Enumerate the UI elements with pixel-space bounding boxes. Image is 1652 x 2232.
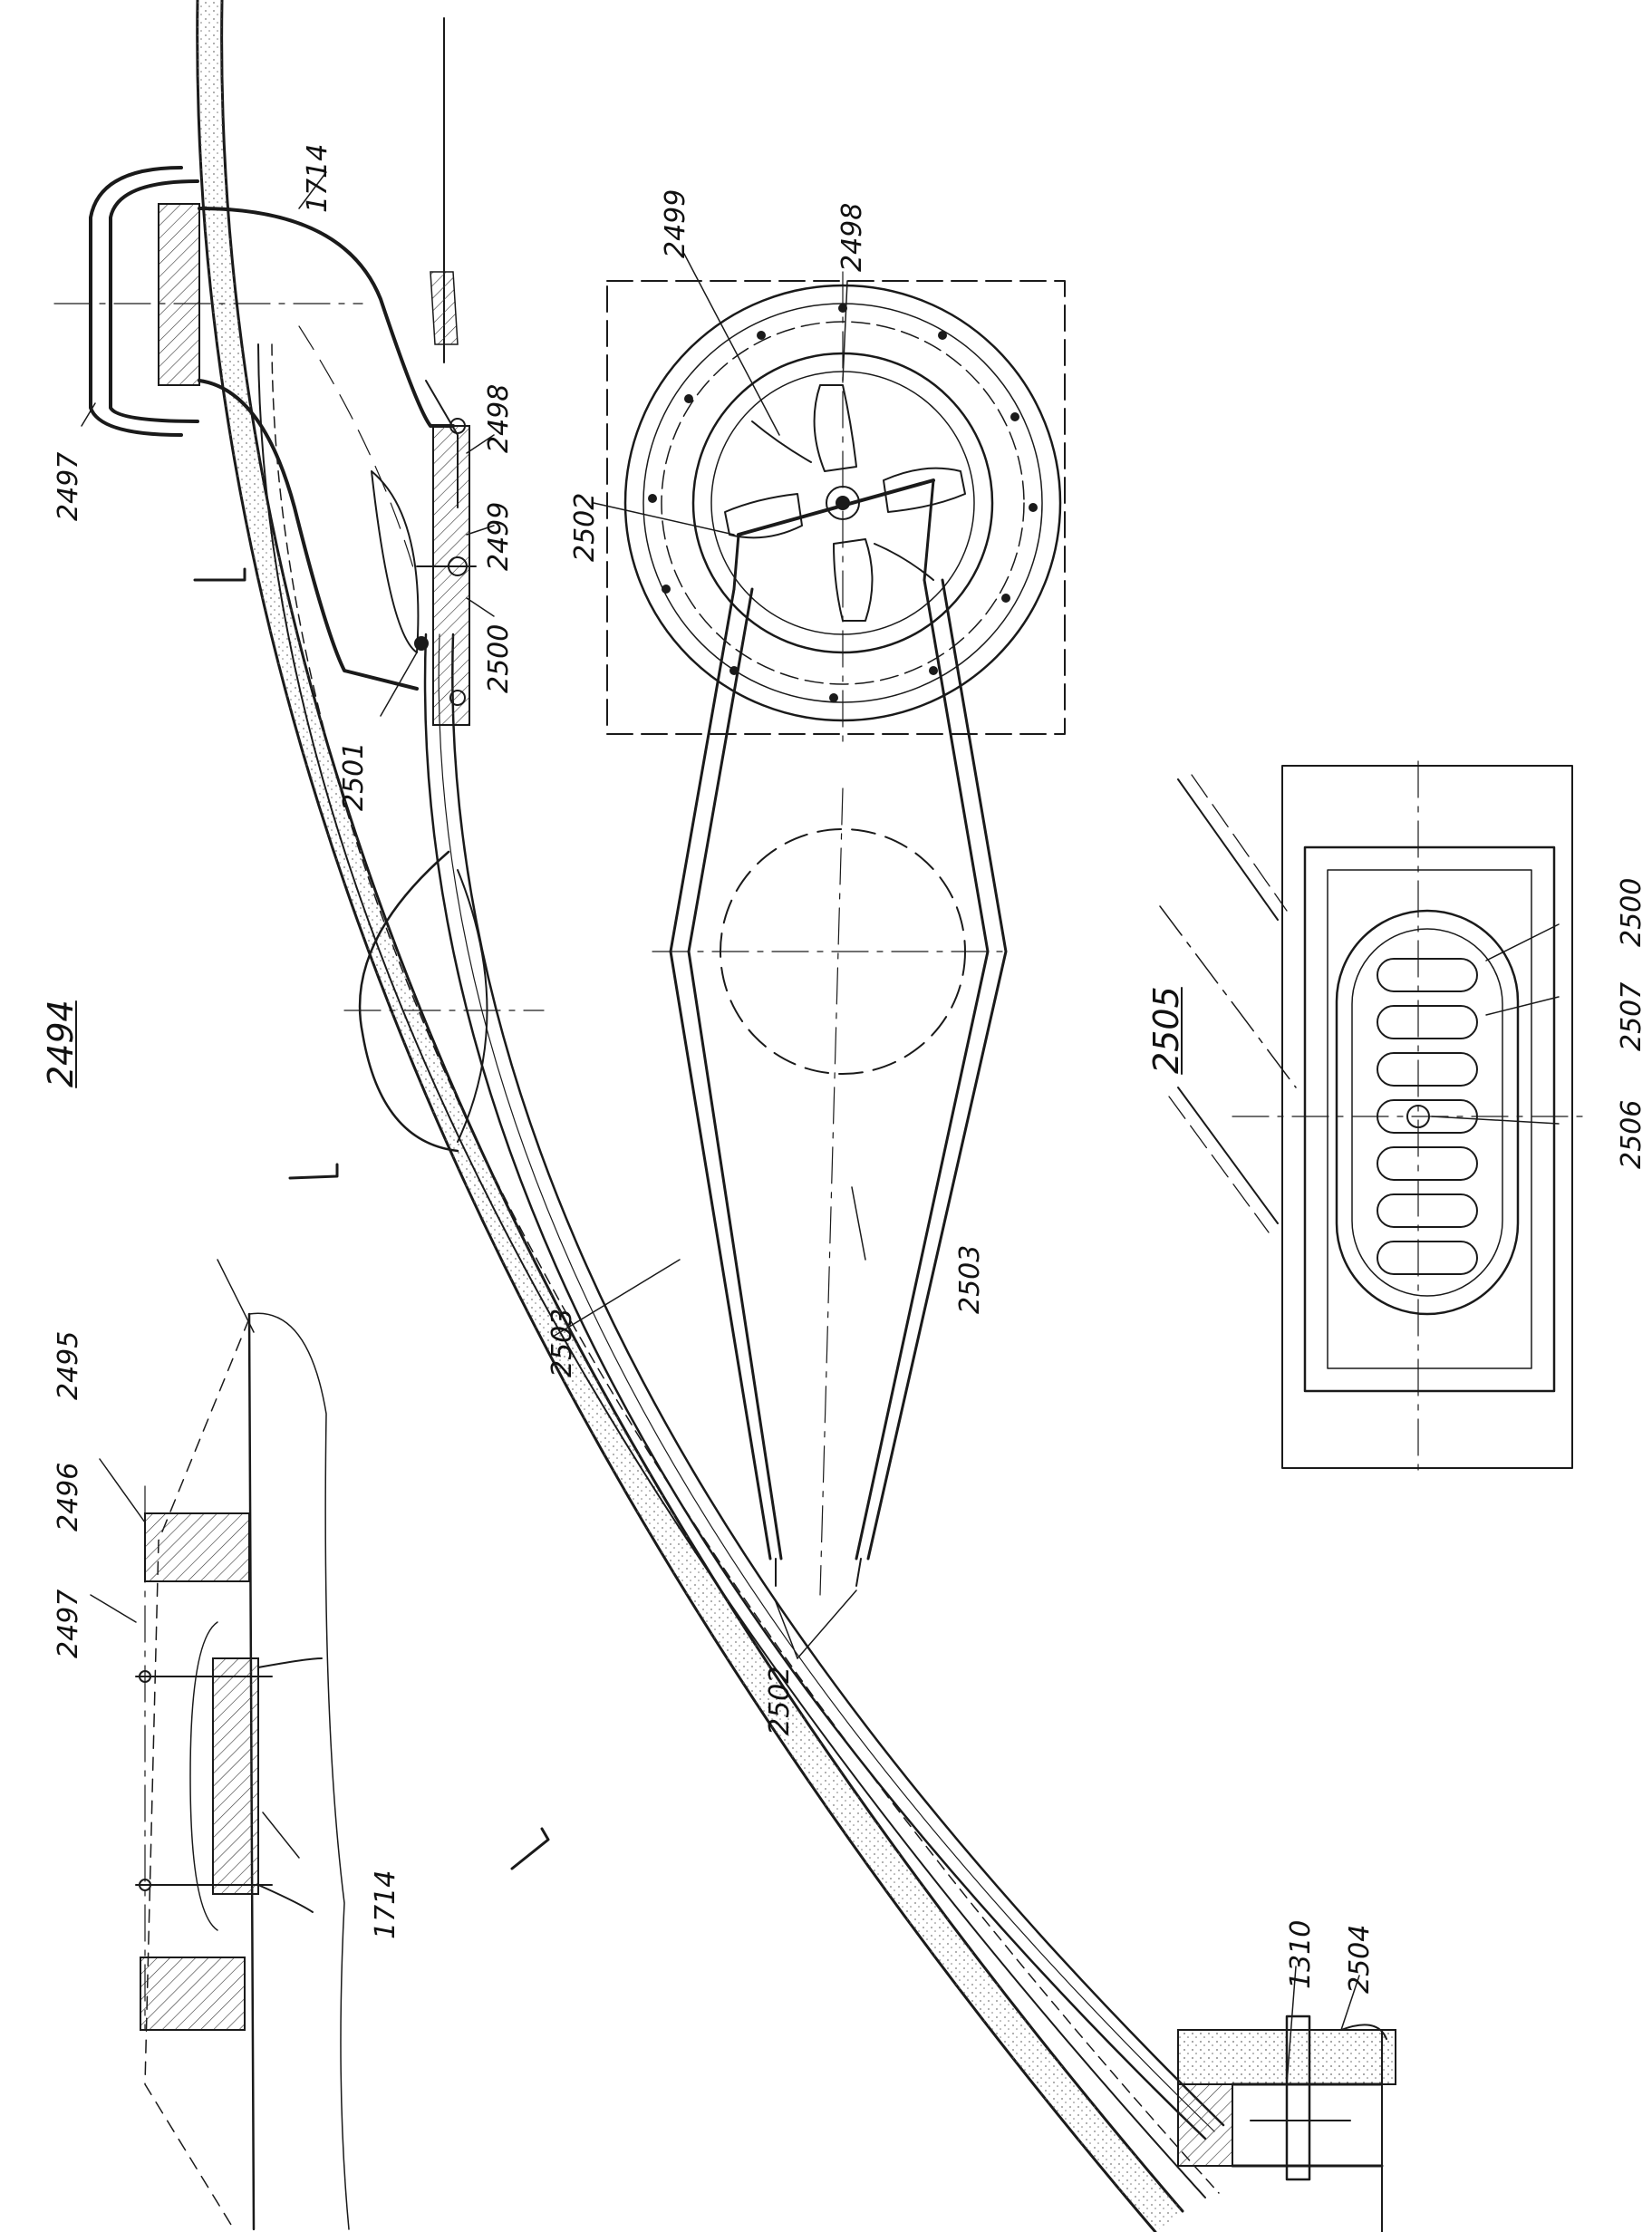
label-2502-circle: 2502 — [569, 493, 601, 562]
label-2500-right: 2500 — [1616, 878, 1647, 947]
label-2502-tips: 2502 — [764, 1667, 796, 1735]
label-1714-bottom: 1714 — [370, 1870, 401, 1939]
bottom-left-view — [135, 1312, 350, 2231]
label-2507: 2507 — [1616, 982, 1647, 1051]
hull-section — [193, 0, 1225, 2232]
label-2503-right: 2503 — [954, 1245, 986, 1314]
label-1310: 1310 — [1285, 1920, 1317, 1989]
label-2495: 2495 — [53, 1331, 84, 1400]
label-2501: 2501 — [338, 742, 370, 811]
label-2499-circle: 2499 — [660, 189, 691, 258]
top-vent-duct — [53, 17, 545, 1153]
grille-detail — [1159, 760, 1587, 1474]
label-2498-circle: 2498 — [836, 203, 868, 272]
label-2498-left: 2498 — [483, 384, 515, 453]
deck-fitting — [1177, 2015, 1396, 2232]
leader-lines — [81, 171, 1560, 2085]
label-2504: 2504 — [1344, 1925, 1376, 1994]
circular-vent-detail — [606, 271, 1066, 1659]
title-number: 2494 — [41, 1000, 81, 1087]
label-2497-top: 2497 — [53, 452, 84, 521]
detail-number: 2505 — [1146, 986, 1186, 1074]
label-2496: 2496 — [53, 1463, 84, 1531]
part-labels: 2494 2505 1714 2497 2498 2499 2500 2501 … — [41, 144, 1647, 1994]
label-2503-left: 2503 — [546, 1309, 578, 1377]
label-2499-left: 2499 — [483, 502, 515, 571]
label-2497-bottom: 2497 — [53, 1589, 84, 1658]
label-2500-left: 2500 — [483, 624, 515, 693]
label-2506: 2506 — [1616, 1100, 1647, 1169]
label-1714-top: 1714 — [302, 144, 333, 213]
